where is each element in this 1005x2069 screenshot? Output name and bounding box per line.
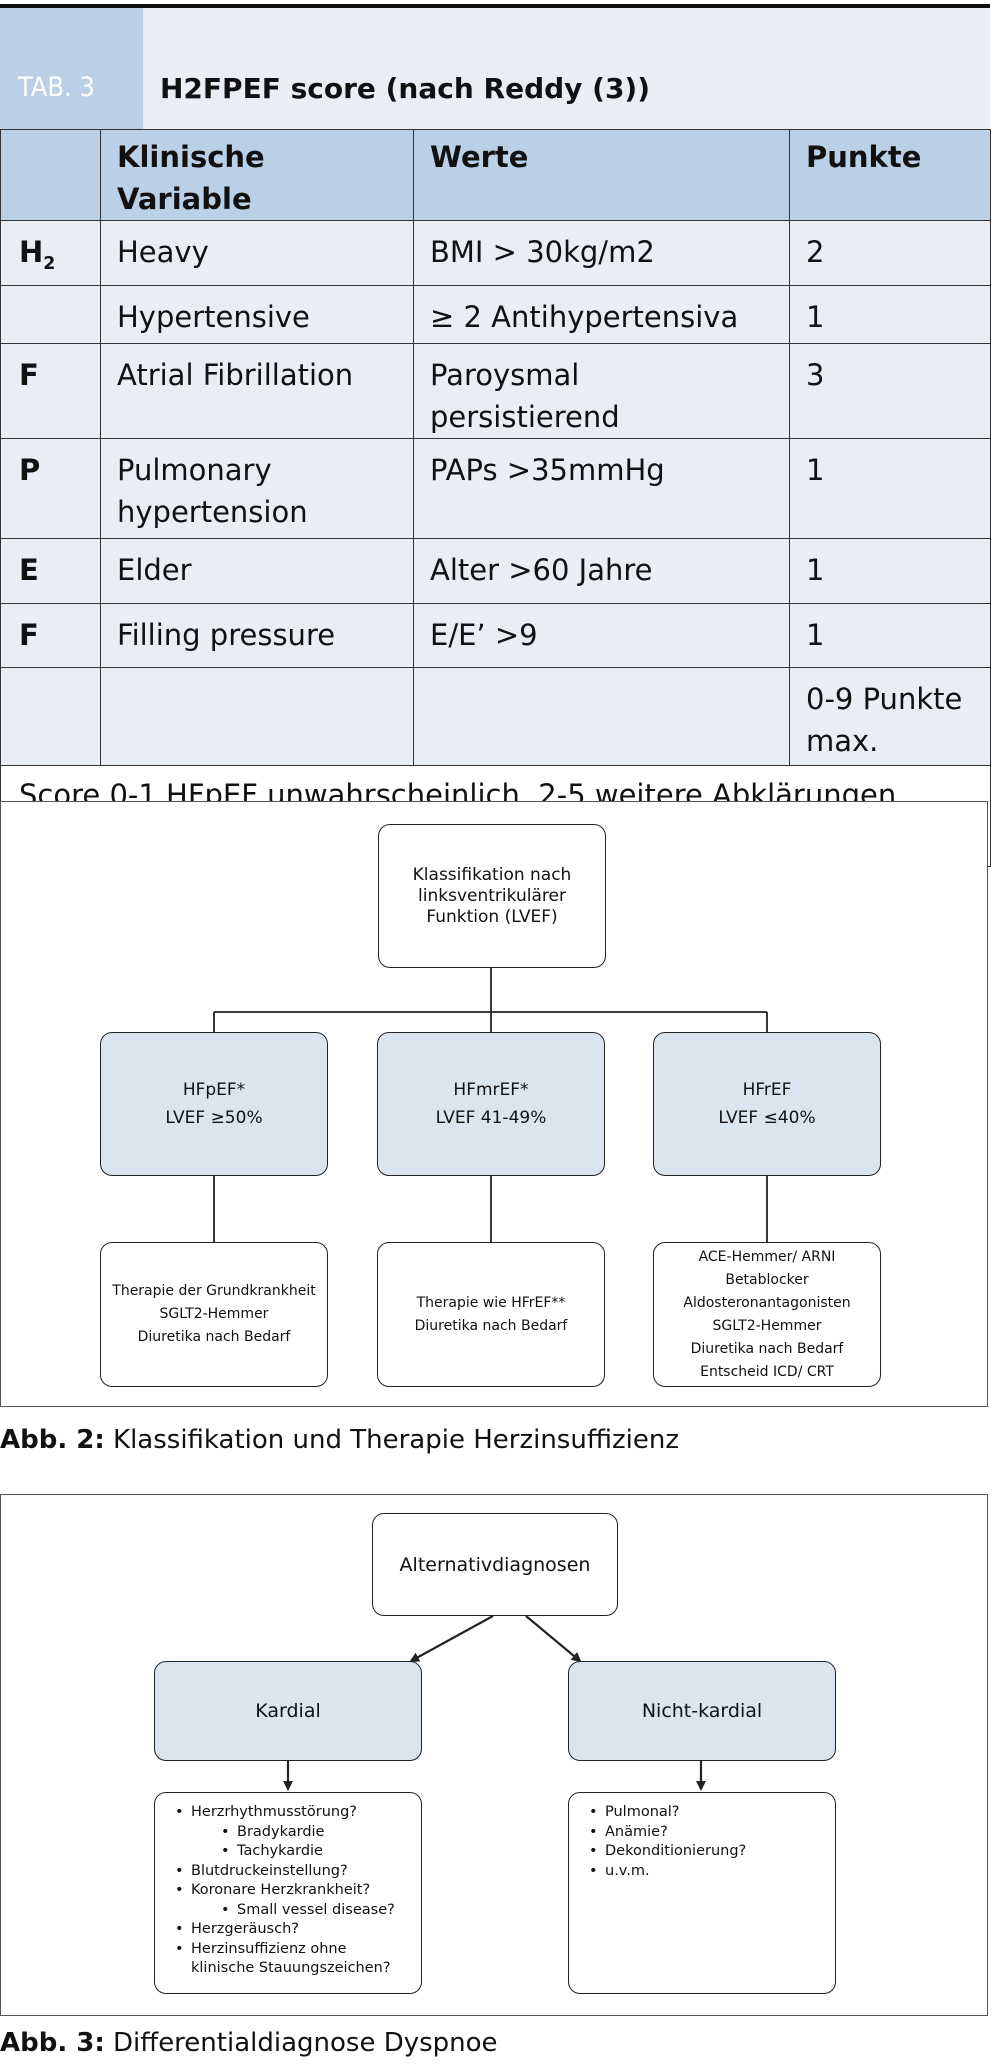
- score-table: Klinische Variable Werte Punkte H2 Heavy…: [0, 129, 991, 868]
- list-item: Herzgeräusch?: [175, 1920, 413, 1940]
- figure-2-caption: Abb. 2: Klassifikation und Therapie Herz…: [0, 1425, 679, 1455]
- row-value: ≥ 2 Antihypertensiva: [413, 284, 790, 344]
- row-value: E/E’ >9: [413, 602, 790, 669]
- list-item: u.v.m.: [589, 1862, 827, 1882]
- list-item: Herzinsuffizienz ohne klinische Stauungs…: [175, 1940, 413, 1979]
- table-row: Hypertensive ≥ 2 Antihypertensiva 1: [0, 284, 991, 344]
- category-node-hfmref: HFmrEF*LVEF 41-49%: [377, 1032, 605, 1176]
- row-points: 2: [789, 220, 991, 286]
- cardiac-list: Herzrhythmusstörung? Bradykardie Tachyka…: [154, 1792, 422, 1994]
- row-code: [0, 667, 101, 767]
- row-code: P: [0, 437, 101, 539]
- table-row: F Filling pressure E/E’ >9 1: [0, 602, 991, 669]
- table-row: H2 Heavy BMI > 30kg/m2 2: [0, 220, 991, 286]
- figure-3-caption: Abb. 3: Differentialdiagnose Dyspnoe: [0, 2028, 498, 2058]
- row-points: 0-9 Punkte max.: [789, 667, 991, 767]
- score-table-block: TAB. 3 H2FPEF score (nach Reddy (3)) Kli…: [0, 4, 991, 868]
- row-code: [0, 284, 101, 344]
- list-item: Blutdruckeinstellung?: [175, 1862, 413, 1882]
- caption-label: Abb. 2:: [0, 1425, 105, 1455]
- table-row: F Atrial Fibrillation Paroysmal persisti…: [0, 342, 991, 439]
- row-variable: Filling pressure: [100, 602, 414, 669]
- row-points: 1: [789, 537, 991, 604]
- table-row: 0-9 Punkte max.: [0, 667, 991, 767]
- row-variable: Hypertensive: [100, 284, 414, 344]
- row-variable: Atrial Fibrillation: [100, 342, 414, 439]
- row-code: F: [0, 342, 101, 439]
- table-header-row: Klinische Variable Werte Punkte: [0, 129, 991, 221]
- therapy-node-hfref: ACE-Hemmer/ ARNI Betablocker Aldosterona…: [653, 1242, 881, 1387]
- row-variable: [100, 667, 414, 767]
- row-value: Paroysmal persistierend: [413, 342, 790, 439]
- column-header: [0, 129, 101, 221]
- row-variable: Pulmonary hypertension: [100, 437, 414, 539]
- list-item: Dekonditionierung?: [589, 1842, 827, 1862]
- connector-lines: [213, 967, 768, 1242]
- column-header: Klinische Variable: [100, 129, 414, 221]
- noncardiac-node: Nicht-kardial: [568, 1661, 836, 1761]
- figure-lvef-classification: Klassifikation nach linksventrikulärer F…: [0, 801, 988, 1407]
- row-points: 1: [789, 284, 991, 344]
- caption-label: Abb. 3:: [0, 2028, 105, 2058]
- table-tag-label: TAB. 3: [18, 72, 95, 103]
- caption-text: Differentialdiagnose Dyspnoe: [104, 2028, 498, 2058]
- list-item: Tachykardie: [191, 1842, 413, 1862]
- row-variable: Heavy: [100, 220, 414, 286]
- figure-dyspnoe-differential: Alternativdiagnosen Kardial Nicht-kardia…: [0, 1494, 988, 2016]
- therapy-node-hfmref: Therapie wie HFrEF** Diuretika nach Beda…: [377, 1242, 605, 1387]
- table-title: H2FPEF score (nach Reddy (3)): [160, 72, 651, 105]
- row-points: 3: [789, 342, 991, 439]
- table-row: P Pulmonary hypertension PAPs >35mmHg 1: [0, 437, 991, 539]
- row-value: PAPs >35mmHg: [413, 437, 790, 539]
- table-tag: TAB. 3: [0, 8, 143, 129]
- column-header: Punkte: [789, 129, 991, 221]
- category-node-hfpef: HFpEF*LVEF ≥50%: [100, 1032, 328, 1176]
- caption-text: Klassifikation und Therapie Herzinsuffiz…: [104, 1425, 679, 1455]
- row-value: Alter >60 Jahre: [413, 537, 790, 604]
- list-item: Pulmonal?: [589, 1803, 827, 1823]
- cardiac-node: Kardial: [154, 1661, 422, 1761]
- row-points: 1: [789, 602, 991, 669]
- row-variable: Elder: [100, 537, 414, 604]
- root-node: Klassifikation nach linksventrikulärer F…: [378, 824, 606, 968]
- row-value: BMI > 30kg/m2: [413, 220, 790, 286]
- row-value: [413, 667, 790, 767]
- noncardiac-list: Pulmonal? Anämie? Dekonditionierung? u.v…: [568, 1792, 836, 1994]
- list-item: Small vessel disease?: [191, 1901, 413, 1921]
- list-item: Bradykardie: [191, 1823, 413, 1843]
- root-node: Alternativdiagnosen: [372, 1513, 618, 1616]
- table-header-bar: [0, 8, 990, 129]
- list-item: Herzrhythmusstörung?: [175, 1803, 413, 1823]
- therapy-node-hfpef: Therapie der Grundkrankheit SGLT2-Hemmer…: [100, 1242, 328, 1387]
- list-item: Koronare Herzkrankheit?: [175, 1881, 413, 1901]
- column-header: Werte: [413, 129, 790, 221]
- table-row: E Elder Alter >60 Jahre 1: [0, 537, 991, 604]
- list-item: Anämie?: [589, 1823, 827, 1843]
- row-code: H2: [0, 220, 101, 286]
- row-code: E: [0, 537, 101, 604]
- row-code: F: [0, 602, 101, 669]
- row-points: 1: [789, 437, 991, 539]
